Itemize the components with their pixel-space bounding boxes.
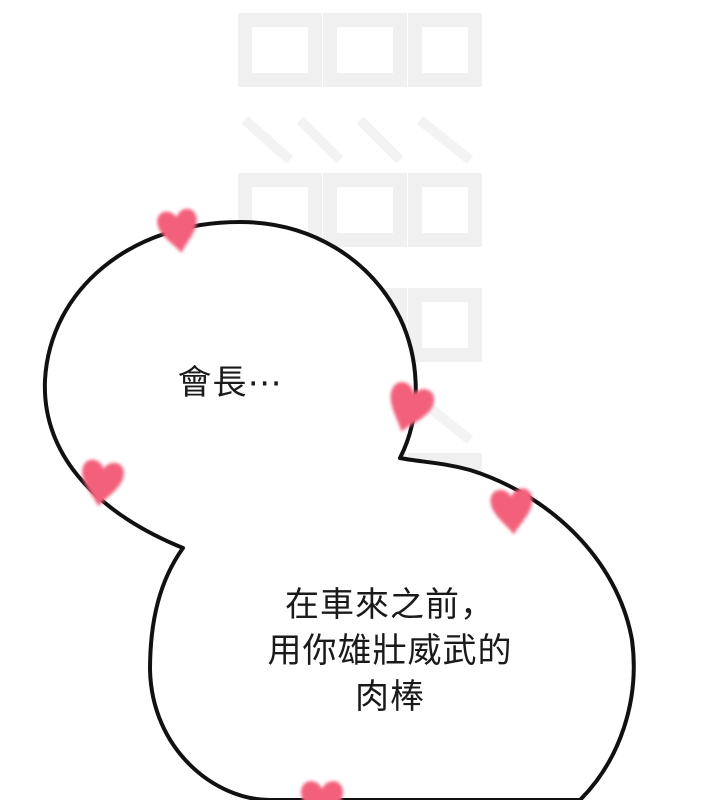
heart-icon — [390, 382, 435, 432]
dialogue-text-top: 會長⋯ — [160, 360, 300, 406]
dialogue-line: 用你雄壯威武的 — [267, 631, 513, 671]
dialogue-line: 肉棒 — [355, 677, 425, 717]
dialogue-text-bottom: 在車來之前， 用你雄壯威武的 肉棒 — [240, 582, 540, 720]
speech-bubble-outline — [42, 220, 636, 800]
heart-icon — [82, 459, 124, 507]
heart-icon — [157, 208, 197, 253]
dialogue-line: 在車來之前， — [285, 585, 495, 625]
heart-icon — [490, 488, 533, 535]
dialogue-line: 會長⋯ — [177, 363, 283, 403]
heart-icon — [301, 781, 343, 800]
